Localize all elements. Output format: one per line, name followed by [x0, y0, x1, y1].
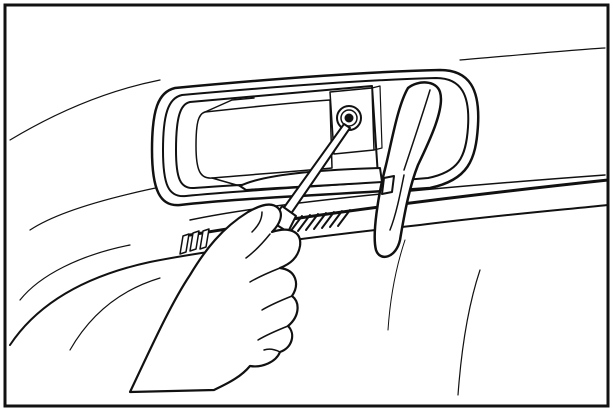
hatching [289, 209, 351, 233]
hand-icon [128, 203, 302, 394]
screw-icon [336, 105, 362, 131]
vent-slots [179, 228, 210, 255]
border-frame [3, 3, 610, 408]
pry-tool-icon [373, 81, 443, 259]
